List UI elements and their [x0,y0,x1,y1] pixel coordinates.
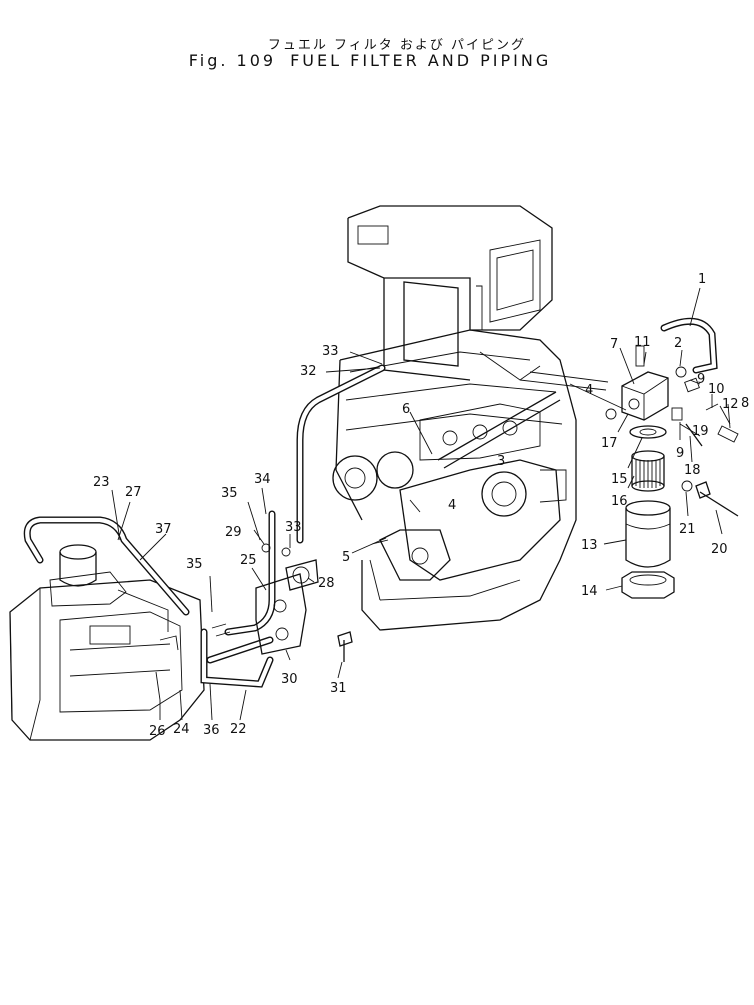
callout-1: 1 [698,272,706,287]
callout-22: 22 [230,722,247,737]
callout-16: 16 [611,494,628,509]
callout-14: 14 [581,584,598,599]
callout-11: 11 [634,335,651,350]
callout-31: 31 [330,681,347,696]
callout-23: 23 [93,475,110,490]
callout-27: 27 [125,485,142,500]
callout-19: 19 [692,424,709,439]
callout-25: 25 [240,553,257,568]
fuel-filter-assembly [605,345,739,599]
callout-30: 30 [281,672,298,687]
callout-37: 37 [155,522,172,537]
callout-4-upper: 4 [585,383,593,398]
leader-lines [111,287,731,721]
callout-17: 17 [601,436,618,451]
callout-36: 36 [203,723,220,738]
title-japanese: フュエル フィルタ および パイピング [267,38,527,53]
callout-34: 34 [254,472,271,487]
callout-6: 6 [402,402,410,417]
bracket-drawing [155,529,451,701]
callout-26: 26 [149,724,166,739]
figure-number: Fig. 109 [188,51,277,70]
callout-5: 5 [342,550,350,565]
callout-20: 20 [711,542,728,557]
title-english: Fig. 109 FUEL FILTER AND PIPING [0,51,754,70]
callout-28: 28 [318,576,335,591]
callout-labels: 1 2 3 4 4 5 6 7 8 9 9 10 11 12 13 14 15 … [93,272,749,739]
callout-4-lower: 4 [448,498,456,513]
callout-35-upper: 35 [221,486,238,501]
callout-10: 10 [708,382,725,397]
pump-block-drawing [9,544,205,741]
callout-12: 12 [722,397,739,412]
engine-block-drawing [332,205,609,631]
callout-7: 7 [610,337,618,352]
callout-18: 18 [684,463,701,478]
callout-13: 13 [581,538,598,553]
callout-9-upper: 9 [697,372,705,387]
callout-9-lower: 9 [676,446,684,461]
callout-24: 24 [173,722,190,737]
callout-3: 3 [497,454,505,469]
callout-33-lower: 33 [285,520,302,535]
figure-title: FUEL FILTER AND PIPING [290,51,552,70]
callout-2: 2 [674,336,682,351]
callout-21: 21 [679,522,696,537]
callout-8: 8 [741,396,749,411]
callout-33-upper: 33 [322,344,339,359]
callout-35-lower: 35 [186,557,203,572]
callout-15: 15 [611,472,628,487]
callout-29: 29 [225,525,242,540]
callout-32: 32 [300,364,317,379]
